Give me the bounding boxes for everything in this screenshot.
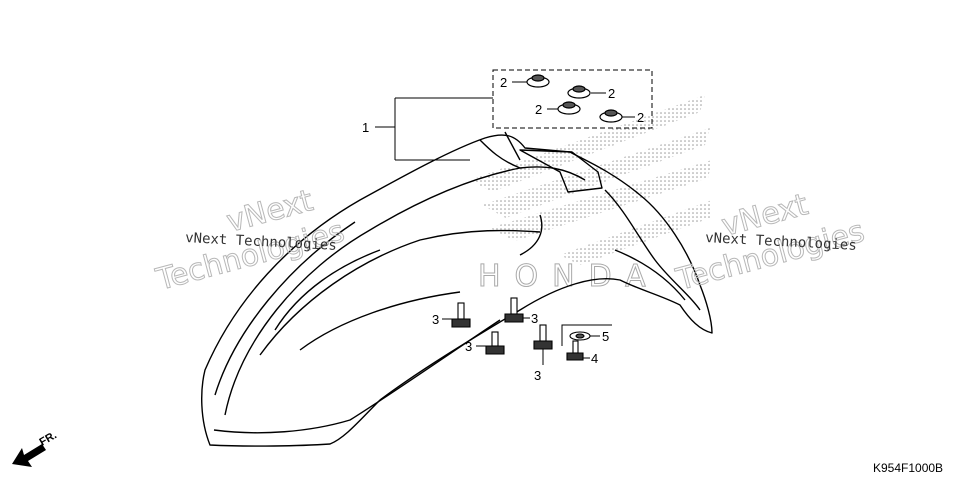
nut-c <box>557 101 581 115</box>
callout-2a: 2 <box>500 75 507 90</box>
watermark-right: vNext Technologies vNext Technologies <box>672 187 869 299</box>
leader-lines <box>442 81 635 365</box>
logo-text: HONDA <box>478 259 660 294</box>
watermark-left: vNext Technologies vNext Technologies <box>152 183 349 299</box>
callout-2c: 2 <box>535 102 542 117</box>
direction-label: FR. <box>38 429 59 448</box>
front-direction-indicator: FR. <box>12 429 59 467</box>
nut-group-box <box>492 69 653 129</box>
callout-2d: 2 <box>637 110 644 125</box>
callout-2b: 2 <box>608 86 615 101</box>
bolt-a <box>451 302 471 328</box>
callout-1: 1 <box>362 120 369 135</box>
bolt-d <box>533 324 553 350</box>
front-fender <box>201 131 713 447</box>
nut-a <box>526 74 550 88</box>
callout-3d: 3 <box>534 368 541 383</box>
nut-d <box>599 109 623 123</box>
callout-bracket-1 <box>375 97 493 161</box>
callout-4: 4 <box>591 351 598 366</box>
collar-bracket <box>561 324 612 346</box>
nut-b <box>567 85 591 99</box>
callout-5: 5 <box>602 329 609 344</box>
collar <box>569 331 591 341</box>
bolt-group <box>451 297 553 355</box>
part-code: K954F1000B <box>873 461 943 475</box>
direction-arrow-icon <box>12 444 46 467</box>
watermark-right-small: vNext Technologies <box>705 230 857 254</box>
bolt-b <box>504 297 524 323</box>
small-bolt <box>566 340 584 361</box>
callout-3a: 3 <box>432 312 439 327</box>
nut-group <box>526 74 623 123</box>
bolt-c <box>485 331 505 355</box>
callout-3c: 3 <box>465 339 472 354</box>
watermark-left-small: vNext Technologies <box>185 230 337 254</box>
callout-3b: 3 <box>531 311 538 326</box>
